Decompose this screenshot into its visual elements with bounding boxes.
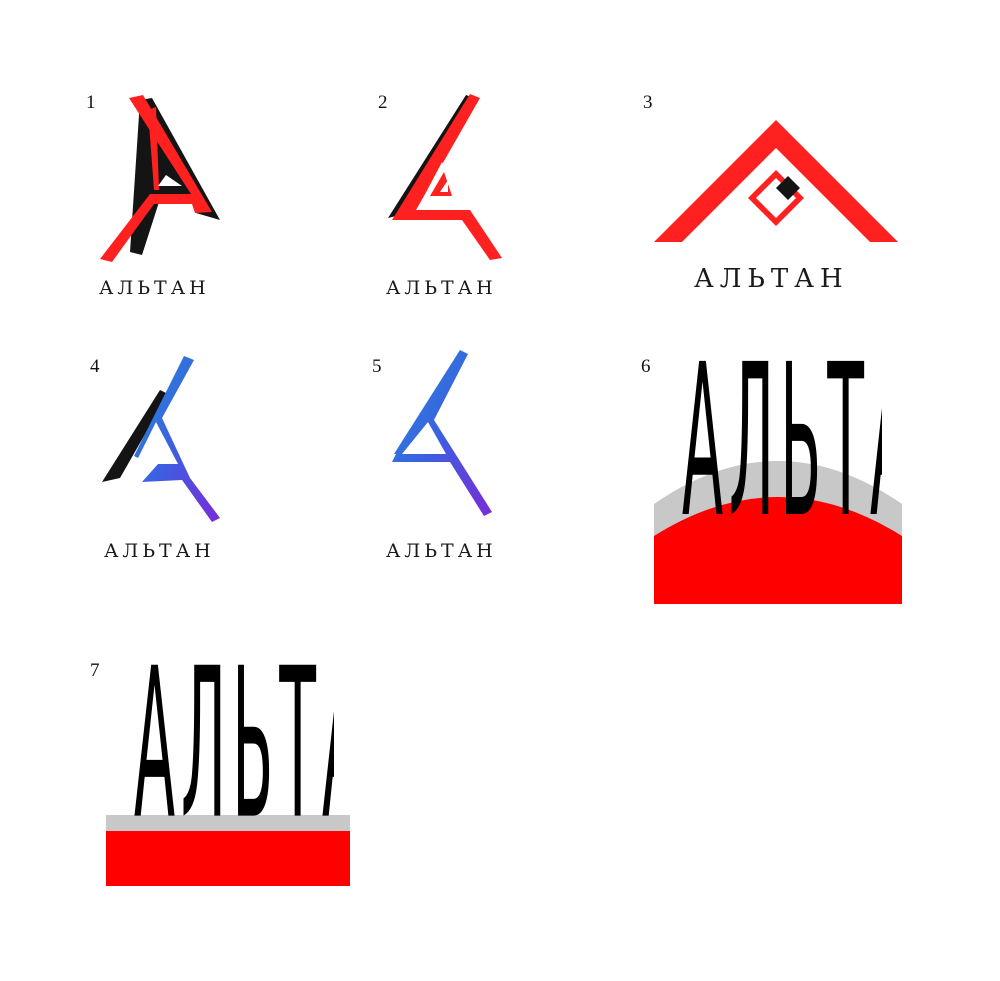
letter-a-logo-mark (388, 94, 502, 260)
option-number-1: 1 (86, 92, 96, 113)
option-number-3: 3 (643, 92, 653, 113)
letter-a-logo-mark (100, 95, 220, 262)
wordmark-option-3: АЛЬТАН (694, 264, 849, 294)
tall-wordmark-7-wrap: АЛЬТАН (134, 650, 334, 846)
option-number-6: 6 (641, 356, 651, 377)
tall-wordmark-option-6: АЛЬТАН (682, 346, 882, 546)
letter-a-logo-mark (102, 356, 220, 522)
wordmark-option-2: АЛЬТАН (386, 277, 497, 299)
roof-a-logo-mark (654, 120, 898, 242)
wordmark-option-1: АЛЬТАН (99, 277, 210, 299)
gray-band (106, 815, 350, 831)
tall-wordmark-arc-composition (654, 461, 902, 604)
wordmark-option-4: АЛЬТАН (104, 540, 215, 562)
tall-wordmark-option-7: АЛЬТАН (134, 650, 334, 846)
option-number-5: 5 (372, 356, 382, 377)
red-band (106, 831, 350, 886)
letter-a-logo-mark (392, 350, 492, 516)
tall-wordmark-6-wrap: АЛЬТАН (682, 346, 882, 546)
option-number-2: 2 (378, 92, 388, 113)
option-number-7: 7 (90, 660, 100, 681)
option-number-4: 4 (90, 356, 100, 377)
wordmark-option-5: АЛЬТАН (386, 540, 497, 562)
